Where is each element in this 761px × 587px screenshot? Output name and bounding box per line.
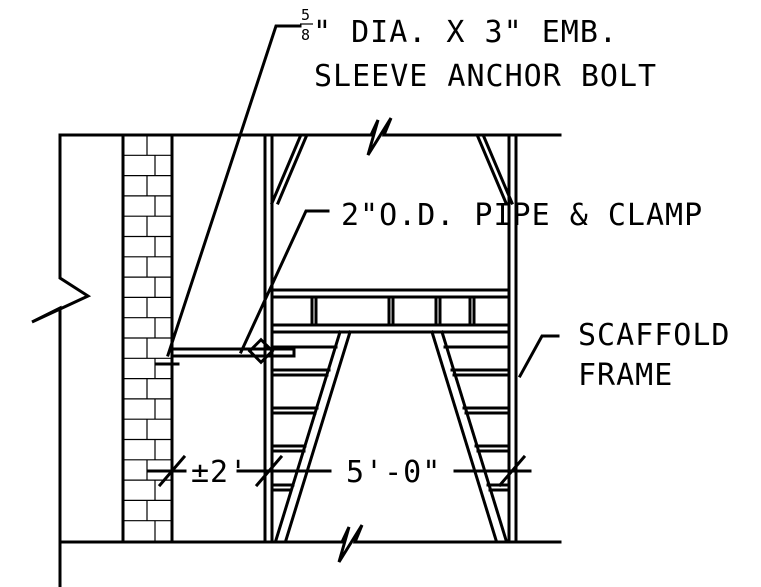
anchor-fraction-numerator: 5 bbox=[301, 6, 310, 24]
clamp bbox=[247, 337, 275, 365]
dim-tick-wall bbox=[157, 454, 187, 488]
annotation-text: 5 8 " DIA. X 3" EMB. SLEEVE ANCHOR BOLT … bbox=[191, 6, 731, 490]
scaffold-frame-label-line1: SCAFFOLD bbox=[578, 318, 731, 353]
anchor-label-line2: SLEEVE ANCHOR BOLT bbox=[314, 59, 657, 94]
dim-tick-left-post bbox=[254, 454, 284, 488]
slab-lines bbox=[58, 117, 562, 563]
masonry-wall bbox=[121, 133, 174, 544]
scaffold-frame-label-line2: FRAME bbox=[578, 358, 673, 393]
tie-pipe bbox=[170, 337, 296, 365]
wall-break-line bbox=[31, 133, 92, 587]
dimension-label-left: ±2' bbox=[191, 455, 248, 490]
dimension-lines bbox=[146, 454, 532, 488]
dimension-label-span: 5'-0" bbox=[346, 455, 441, 490]
leader-lines bbox=[166, 24, 560, 379]
dim-tick-right-post bbox=[497, 454, 527, 488]
anchor-label-line1: " DIA. X 3" EMB. bbox=[313, 15, 618, 50]
pipe-clamp-label: 2"O.D. PIPE & CLAMP bbox=[341, 198, 703, 233]
anchor-fraction-denominator: 8 bbox=[301, 26, 310, 44]
brick-courses bbox=[124, 135, 171, 541]
